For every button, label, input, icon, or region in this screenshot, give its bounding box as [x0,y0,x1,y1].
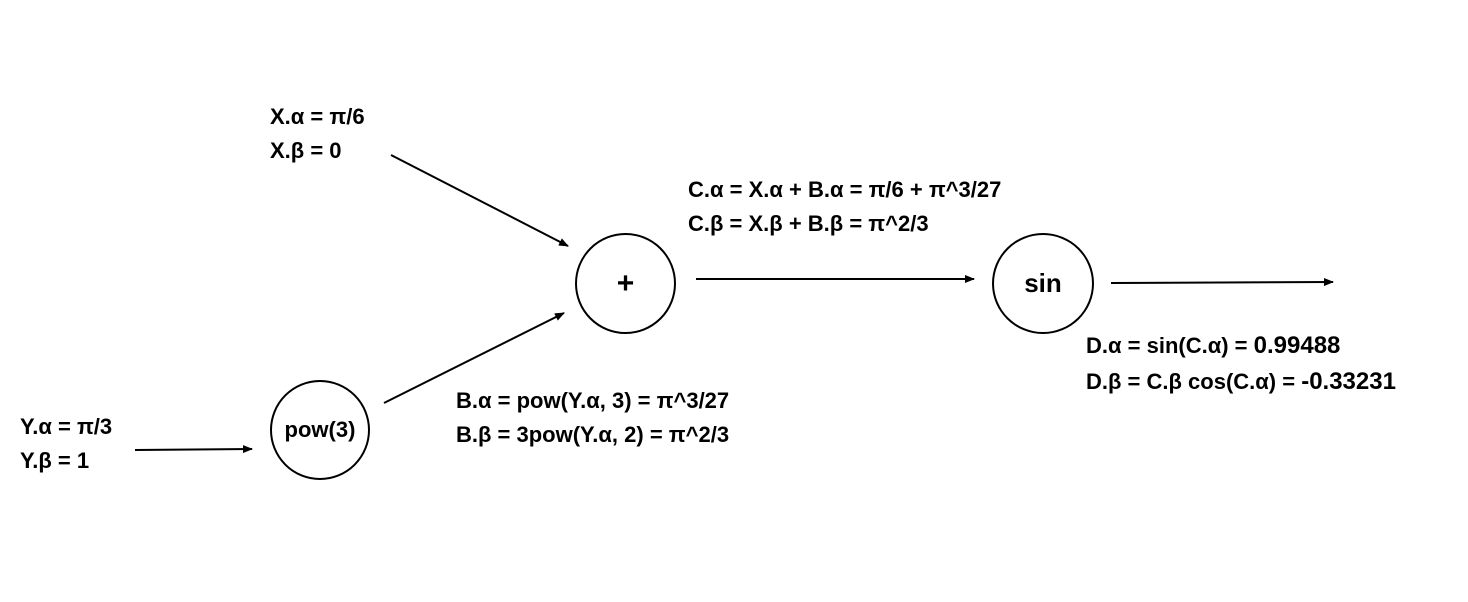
edge-y-to-pow [134,445,253,454]
d-alpha-value: 0.99488 [1253,332,1341,359]
x-alpha: X.α = π/6 [270,104,365,129]
c-alpha: C.α = X.α + B.α = π/6 + π^3/27 [688,177,1002,202]
node-plus: + [575,233,676,334]
node-sin: sin [992,233,1094,334]
d-beta: D.β = C.β cos(C.α) = -0.33231 [1086,364,1396,400]
d-alpha: D.α = sin(C.α) = 0.99488 [1086,328,1396,364]
edge-sin-output [1110,278,1334,287]
x-beta: X.β = 0 [270,138,342,163]
b-beta: B.β = 3pow(Y.α, 2) = π^2/3 [456,422,730,447]
node-pow: pow(3) [270,380,370,480]
b-values: B.α = pow(Y.α, 3) = π^3/27 B.β = 3pow(Y.… [456,384,729,452]
d-beta-expression: D.β = C.β cos(C.α) = [1086,369,1302,394]
y-values: Y.α = π/3 Y.β = 1 [20,410,112,478]
d-alpha-expression: D.α = sin(C.α) = [1086,333,1254,358]
d-values: D.α = sin(C.α) = 0.99488 D.β = C.β cos(C… [1086,328,1396,400]
d-beta-value: -0.33231 [1301,368,1396,395]
c-beta: C.β = X.β + B.β = π^2/3 [688,211,929,236]
c-values: C.α = X.α + B.α = π/6 + π^3/27 C.β = X.β… [688,173,1001,241]
y-beta: Y.β = 1 [20,448,90,473]
b-alpha: B.α = pow(Y.α, 3) = π^3/27 [456,388,730,413]
y-alpha: Y.α = π/3 [20,414,113,439]
edge-pow-to-plus [383,312,565,404]
x-values: X.α = π/6 X.β = 0 [270,100,365,168]
edge-x-to-plus [390,154,569,247]
